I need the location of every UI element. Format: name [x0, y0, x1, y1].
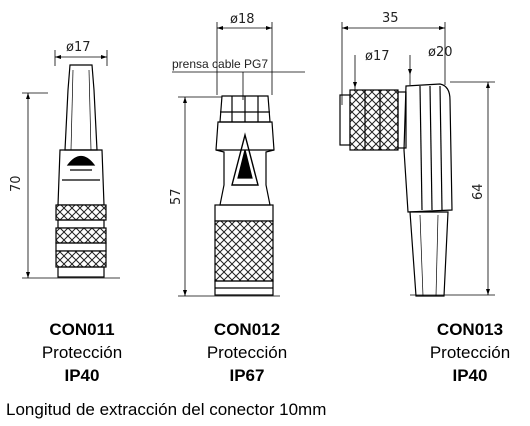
con011-ip: IP40	[64, 366, 100, 385]
con011-code: CON011	[49, 320, 115, 339]
con011-protection: Protección	[41, 343, 123, 362]
con011-caption: CON011 Protección IP40	[22, 318, 142, 387]
con012-height: 57	[169, 188, 184, 205]
con013-protection: Protección	[429, 343, 511, 362]
con012-gland-label: prensa cable PG7	[172, 57, 268, 71]
con013-ip: IP40	[452, 366, 488, 385]
con013-height: 64	[471, 183, 486, 200]
con013-diameter-large: ø20	[428, 45, 453, 60]
con013-caption: CON013 Protección IP40	[410, 318, 530, 387]
con013-code: CON013	[436, 320, 504, 339]
con011-height: 70	[9, 175, 24, 192]
con012-caption: CON012 Protección IP67	[187, 318, 307, 387]
extraction-length-note: Longitud de extracción del conector 10mm	[6, 400, 327, 419]
con013-width: 35	[382, 11, 399, 26]
con012-diameter: ø18	[230, 12, 255, 27]
con011-diameter: ø17	[66, 40, 91, 55]
con012-code: CON012	[213, 320, 281, 339]
con013-drawing	[339, 22, 495, 297]
con011-drawing	[22, 50, 120, 279]
con013-diameter-small: ø17	[365, 49, 390, 64]
con012-protection: Protección	[206, 343, 288, 362]
con012-drawing	[172, 22, 305, 297]
con012-ip: IP67	[229, 366, 265, 385]
